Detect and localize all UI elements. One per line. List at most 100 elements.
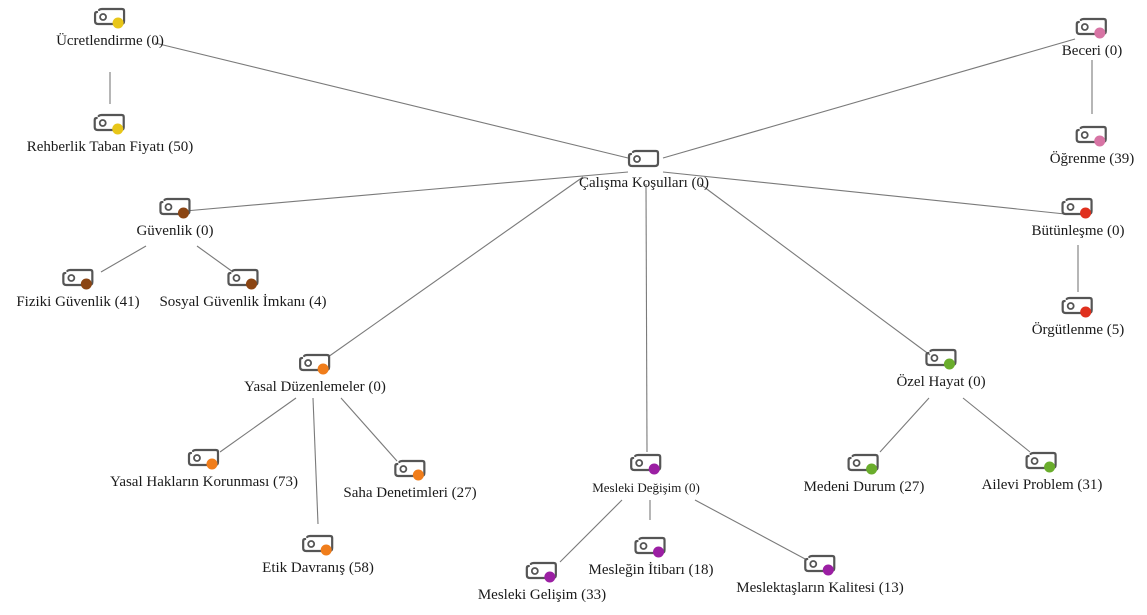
tag-icon (93, 7, 126, 29)
status-dot (206, 458, 218, 470)
edge-line (340, 397, 398, 462)
tag-icon (803, 554, 836, 576)
tag-icon (627, 149, 660, 168)
tag-icon (298, 353, 331, 375)
node-gelisim[interactable]: Mesleki Gelişim (33) (478, 560, 606, 604)
tag-icon (629, 453, 662, 475)
status-dot (412, 469, 424, 481)
status-dot (1080, 207, 1092, 219)
node-mesleki[interactable]: Mesleki Değişim (0) (592, 452, 700, 496)
node-label: Mesleki Değişim (0) (592, 480, 700, 495)
edge-line (559, 499, 623, 563)
node-ailevi[interactable]: Ailevi Problem (31) (981, 450, 1103, 494)
node-butunlesme[interactable]: Bütünleşme (0) (1031, 196, 1125, 240)
tag-icon (1061, 197, 1094, 219)
edge-line (879, 397, 930, 453)
status-dot (1080, 306, 1092, 318)
node-label: Mesleki Gelişim (33) (477, 587, 607, 603)
edge-line (694, 499, 808, 561)
node-kalite[interactable]: Meslektaşların Kalitesi (13) (736, 553, 904, 597)
node-label: Rehberlik Taban Fiyatı (50) (26, 139, 194, 155)
node-label: Yasal Düzenlemeler (0) (244, 379, 386, 395)
node-etik[interactable]: Etik Davranış (58) (262, 533, 374, 577)
tag-icon (1075, 125, 1108, 147)
tag-icon (847, 453, 880, 475)
status-dot (544, 571, 556, 583)
node-label: Etik Davranış (58) (262, 560, 374, 576)
node-sosyal[interactable]: Sosyal Güvenlik İmkanı (4) (159, 267, 327, 311)
status-dot (112, 123, 124, 135)
status-dot (245, 278, 257, 290)
node-rehberlik[interactable]: Rehberlik Taban Fiyatı (50) (26, 112, 194, 156)
node-label: Güvenlik (0) (136, 223, 214, 239)
status-dot (648, 463, 660, 475)
node-label: Fiziki Güvenlik (41) (16, 294, 140, 310)
edge-line (327, 176, 584, 358)
node-label: Mesleğin İtibarı (18) (588, 562, 714, 578)
tag-icon (301, 534, 334, 556)
node-label: Meslektaşların Kalitesi (13) (736, 580, 904, 596)
status-dot (866, 463, 878, 475)
node-yasal[interactable]: Yasal Düzenlemeler (0) (244, 352, 386, 396)
edge-line (154, 42, 629, 159)
edge-line (219, 397, 297, 453)
edge-line (662, 38, 1076, 159)
node-label: Yasal Hakların Korunması (73) (109, 474, 299, 490)
node-label: Medeni Durum (27) (803, 479, 925, 495)
node-label: Ücretlendirme (0) (56, 33, 164, 49)
tag-icon (61, 268, 94, 290)
node-orgutlenme[interactable]: Örgütlenme (5) (1031, 295, 1125, 339)
node-label: Saha Denetimleri (27) (343, 485, 477, 501)
node-label: Çalışma Koşulları (0) (579, 175, 709, 191)
node-beceri[interactable]: Beceri (0) (1062, 16, 1122, 60)
status-dot (822, 564, 834, 576)
status-dot (653, 546, 665, 558)
tag-icon (525, 561, 558, 583)
status-dot (177, 207, 189, 219)
edge-line (184, 171, 629, 212)
edge-line (645, 183, 648, 453)
status-dot (320, 544, 332, 556)
status-dot (1044, 461, 1056, 473)
status-dot (112, 17, 124, 29)
node-label: Beceri (0) (1061, 43, 1123, 59)
tag-icon (93, 113, 126, 135)
tag-icon (393, 459, 426, 481)
edge-line (312, 397, 319, 525)
node-ozel[interactable]: Özel Hayat (0) (896, 347, 986, 391)
node-label: Bütünleşme (0) (1031, 223, 1125, 239)
node-ogrenme[interactable]: Öğrenme (39) (1049, 124, 1135, 168)
node-label: Sosyal Güvenlik İmkanı (4) (159, 294, 327, 310)
node-haklar[interactable]: Yasal Hakların Korunması (73) (110, 447, 298, 491)
tag-icon (187, 448, 220, 470)
node-itibar[interactable]: Mesleğin İtibarı (18) (588, 535, 714, 579)
status-dot (317, 363, 329, 375)
tag-icon (226, 268, 259, 290)
node-ucretlendirme[interactable]: Ücretlendirme (0) (56, 6, 164, 50)
tag-icon (1061, 296, 1094, 318)
tag-icon (158, 197, 191, 219)
status-dot (943, 358, 955, 370)
edge-line (100, 245, 147, 273)
node-label: Öğrenme (39) (1049, 151, 1135, 167)
tag-icon (634, 536, 667, 558)
tag-icon (1075, 17, 1108, 39)
node-guvenlik[interactable]: Güvenlik (0) (136, 196, 214, 240)
edge-line (962, 397, 1031, 453)
node-label: Örgütlenme (5) (1031, 322, 1125, 338)
node-root[interactable]: Çalışma Koşulları (0) (579, 148, 709, 192)
node-label: Özel Hayat (0) (896, 374, 986, 390)
tag-icon (1025, 451, 1058, 473)
edge-line (662, 171, 1066, 215)
status-dot (80, 278, 92, 290)
edge-line (699, 183, 931, 356)
status-dot (1094, 135, 1106, 147)
tag-icon (924, 348, 957, 370)
node-medeni[interactable]: Medeni Durum (27) (803, 452, 925, 496)
node-label: Ailevi Problem (31) (981, 477, 1103, 493)
node-fiziki[interactable]: Fiziki Güvenlik (41) (16, 267, 140, 311)
node-saha[interactable]: Saha Denetimleri (27) (343, 458, 477, 502)
status-dot (1094, 27, 1106, 39)
edge-line (196, 245, 234, 273)
